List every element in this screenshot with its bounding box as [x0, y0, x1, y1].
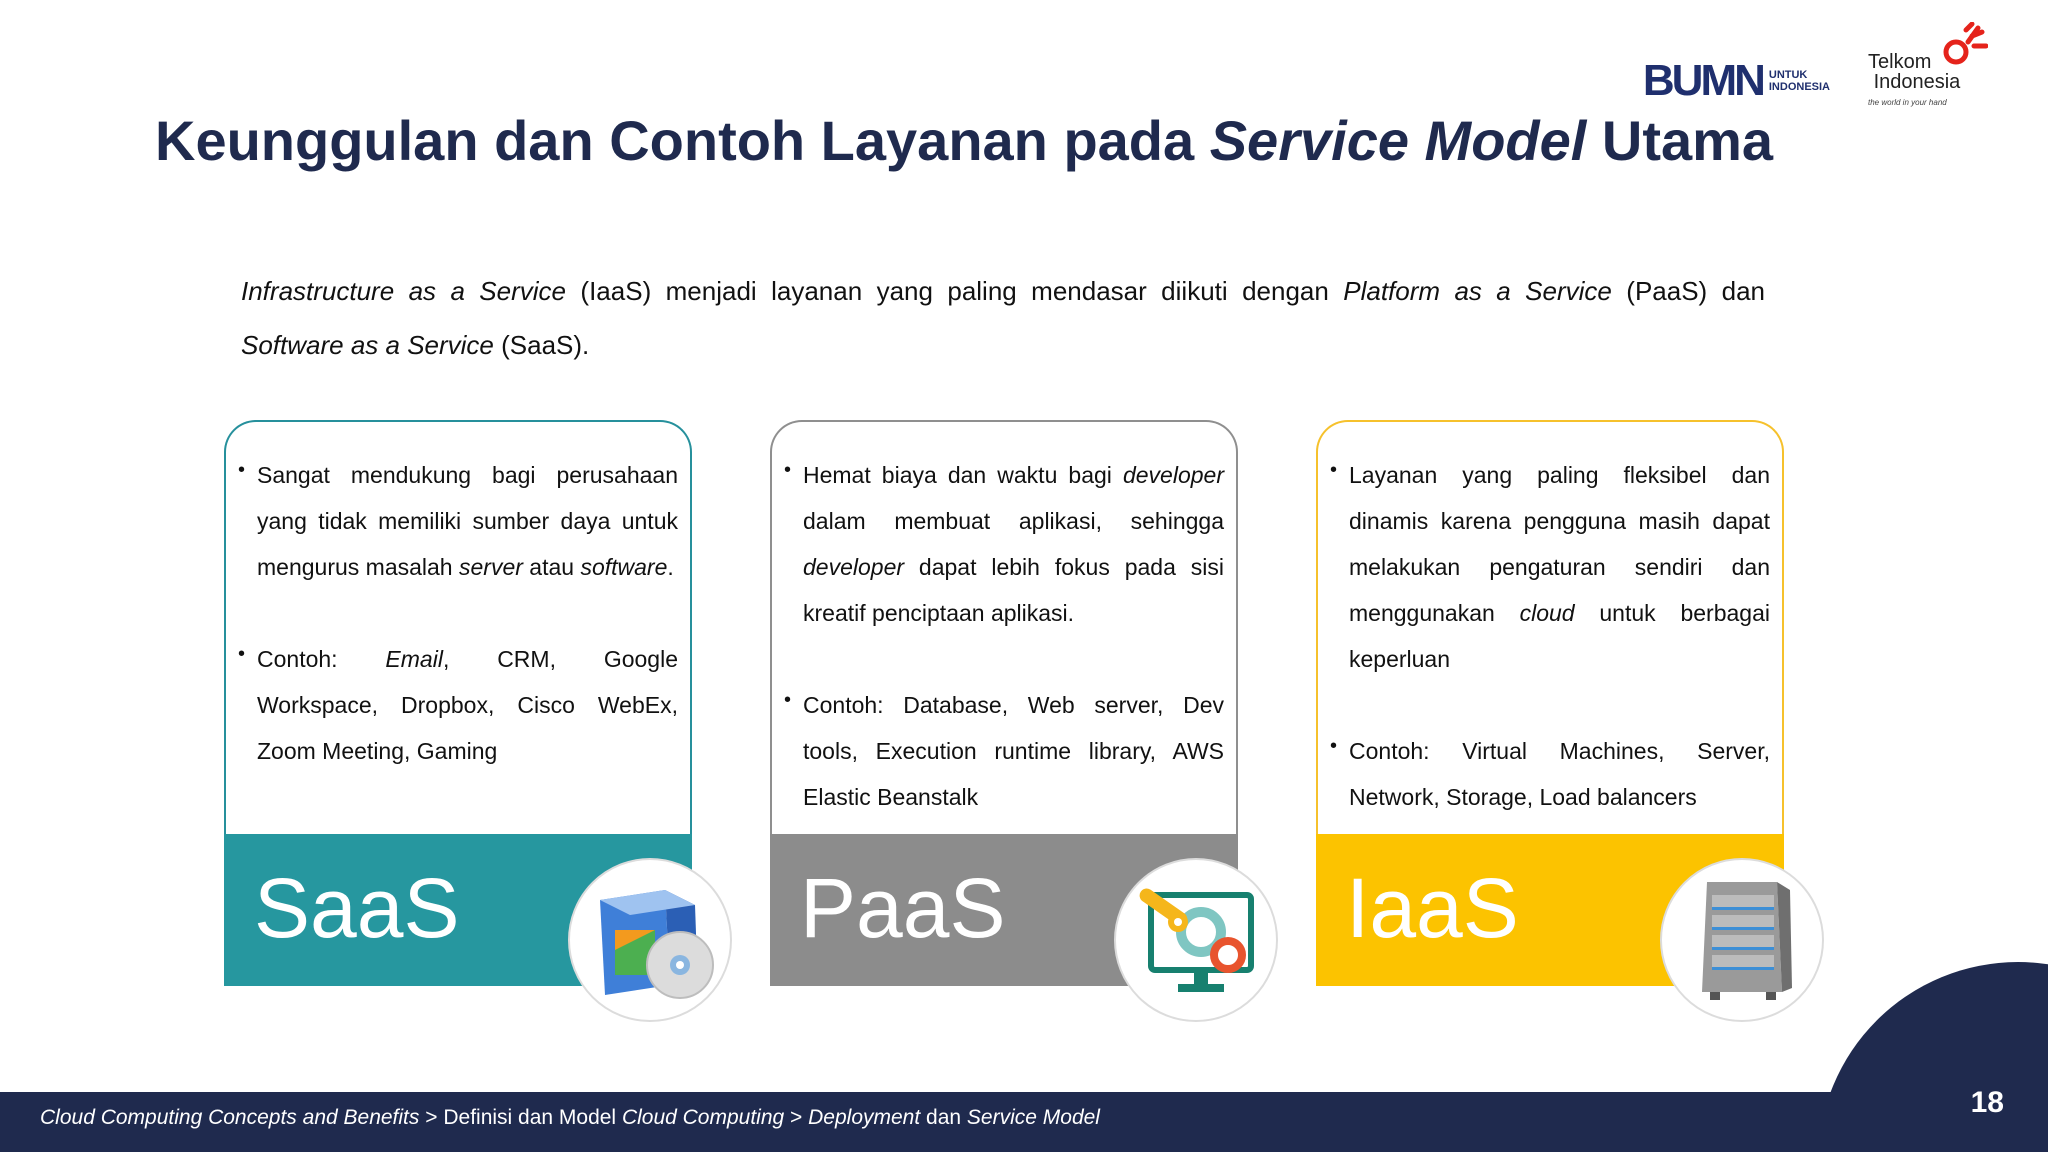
intro-t1: Infrastructure as a Service — [241, 276, 567, 306]
footer-crumb3a: Deployment — [808, 1106, 921, 1129]
telkom-logo: Telkom Indonesia the world in your hand — [1868, 22, 1988, 112]
saas-b2c: , CRM, Google Workspace, Dropbox, Cisco … — [257, 646, 678, 764]
iaas-band: IaaS — [1316, 834, 1824, 1022]
bumn-sub-line1: UNTUK — [1768, 69, 1808, 81]
card-iaas: Layanan yang paling fleksibel dan dinami… — [1316, 420, 1824, 1022]
intro-t4: (PaaS) dan — [1611, 276, 1765, 306]
telkom-name: Telkom Indonesia — [1868, 52, 1960, 92]
intro-line2: Software as a Service (SaaS). — [241, 330, 589, 360]
footer-sep1: > — [419, 1106, 444, 1129]
card-saas: Sangat mendukung bagi perusahaan yang ti… — [224, 420, 732, 1022]
title-part1: Keunggulan dan Contoh Layanan pada — [155, 109, 1210, 172]
paas-bullets: Hemat biaya dan waktu bagi developer dal… — [784, 447, 1224, 828]
paas-bullet-2: Contoh: Database, Web server, Dev tools,… — [784, 677, 1224, 820]
footer-crumb1: Cloud Computing Concepts and Benefits — [40, 1106, 420, 1129]
telkom-tagline: the world in your hand — [1868, 98, 1947, 107]
footer-breadcrumb: Cloud Computing Concepts and Benefits > … — [40, 1106, 1100, 1130]
intro-line1: Infrastructure as a Service (IaaS) menja… — [241, 264, 1765, 318]
paas-label: PaaS — [800, 861, 1006, 955]
bumn-mark: BUMN — [1642, 56, 1766, 105]
intro-t6: (SaaS). — [493, 330, 590, 360]
footer-bar: Cloud Computing Concepts and Benefits > … — [0, 1092, 2048, 1152]
saas-b1b: server — [459, 554, 523, 580]
saas-b1e: . — [667, 554, 674, 580]
footer-crumb2b: Cloud Computing — [621, 1106, 785, 1129]
saas-bullet-1: Sangat mendukung bagi perusahaan yang ti… — [238, 447, 678, 590]
page-number: 18 — [1970, 1086, 2004, 1119]
paas-b1c: dalam membuat aplikasi, sehingga — [803, 508, 1224, 534]
title-italic: Service Model — [1209, 109, 1587, 172]
footer-crumb3c: Service Model — [966, 1106, 1100, 1129]
saas-label: SaaS — [254, 861, 460, 955]
software-box-icon — [568, 858, 732, 1022]
page-title: Keunggulan dan Contoh Layanan pada Servi… — [155, 108, 1773, 173]
footer-crumb2a: Definisi dan Model — [443, 1106, 622, 1129]
iaas-label: IaaS — [1346, 861, 1519, 955]
iaas-bullets: Layanan yang paling fleksibel dan dinami… — [1330, 447, 1770, 828]
title-part2: Utama — [1586, 109, 1774, 172]
paas-bullet-1: Hemat biaya dan waktu bagi developer dal… — [784, 447, 1224, 636]
intro-t5: Software as a Service — [241, 330, 494, 360]
intro-t3: Platform as a Service — [1343, 276, 1612, 306]
paas-b1b: developer — [1122, 462, 1224, 488]
paas-b1d: developer — [803, 554, 905, 580]
iaas-b1c: untuk berbagai keperluan — [1349, 600, 1770, 672]
telkom-swirl-icon — [1943, 22, 1988, 65]
intro-t2: (IaaS) menjadi layanan yang paling menda… — [566, 276, 1344, 306]
paas-band: PaaS — [770, 834, 1278, 1022]
server-tower-icon — [1660, 858, 1824, 1022]
saas-b1d: software — [580, 554, 668, 580]
saas-b1a: Sangat mendukung bagi perusahaan yang ti… — [257, 462, 678, 580]
saas-bullets: Sangat mendukung bagi perusahaan yang ti… — [238, 447, 678, 782]
gear-monitor-icon — [1114, 858, 1278, 1022]
paas-b1e: dapat lebih fokus pada sisi kreatif penc… — [803, 554, 1224, 626]
corner-decoration — [1818, 962, 2048, 1092]
intro-paragraph: Infrastructure as a Service (IaaS) menja… — [241, 264, 1765, 372]
iaas-bullet-2: Contoh: Virtual Machines, Server, Networ… — [1330, 723, 1770, 820]
saas-bullet-2: Contoh: Email, CRM, Google Workspace, Dr… — [238, 631, 678, 774]
paas-b1a: Hemat biaya dan waktu bagi — [803, 462, 1123, 488]
iaas-b1b: cloud — [1519, 600, 1575, 626]
saas-b1c: atau — [522, 554, 581, 580]
saas-b2b: Email — [385, 646, 443, 672]
telkom-line2: Indonesia — [1873, 71, 1961, 93]
footer-crumb3b: dan — [920, 1106, 967, 1129]
bumn-sub-line2: INDONESIA — [1768, 81, 1830, 93]
iaas-bullet-1: Layanan yang paling fleksibel dan dinami… — [1330, 447, 1770, 682]
card-paas: Hemat biaya dan waktu bagi developer dal… — [770, 420, 1278, 1022]
footer-sep2: > — [784, 1106, 809, 1129]
saas-b2a: Contoh: — [257, 646, 386, 672]
iaas-b1a: Layanan yang paling fleksibel dan dinami… — [1349, 462, 1770, 626]
telkom-line1: Telkom — [1868, 51, 1932, 73]
saas-band: SaaS — [224, 834, 732, 1022]
